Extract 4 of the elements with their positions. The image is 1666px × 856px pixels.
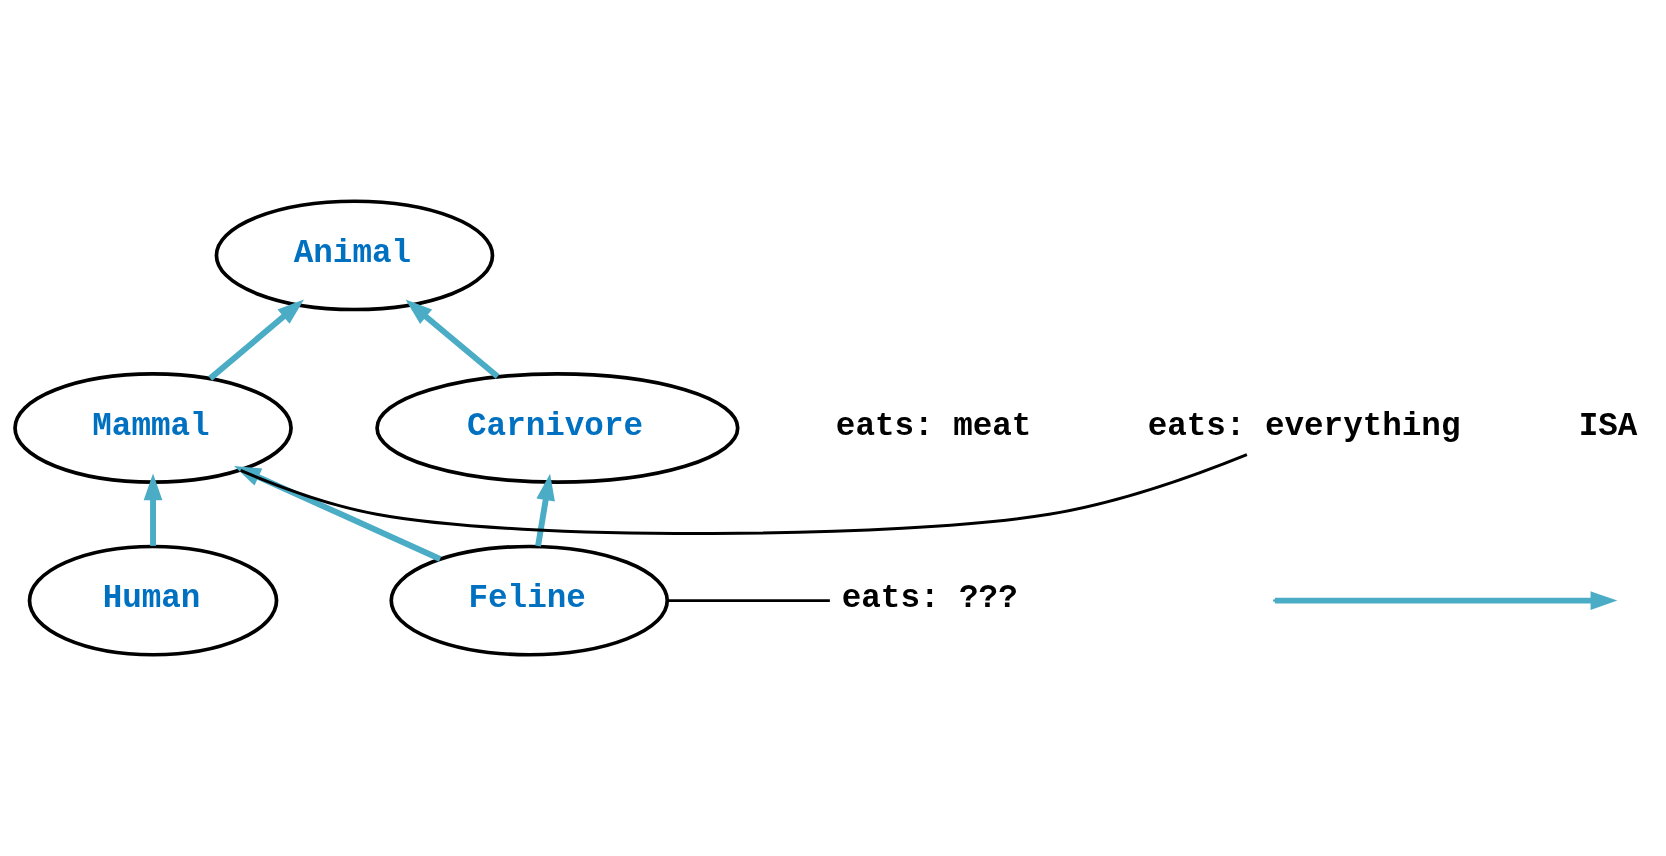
node-label: eats: meat bbox=[835, 407, 1032, 445]
node-text: eats: ??? bbox=[841, 580, 1018, 618]
legend-label: ISA bbox=[1578, 407, 1638, 445]
node-text: eats: everything bbox=[1147, 407, 1461, 445]
